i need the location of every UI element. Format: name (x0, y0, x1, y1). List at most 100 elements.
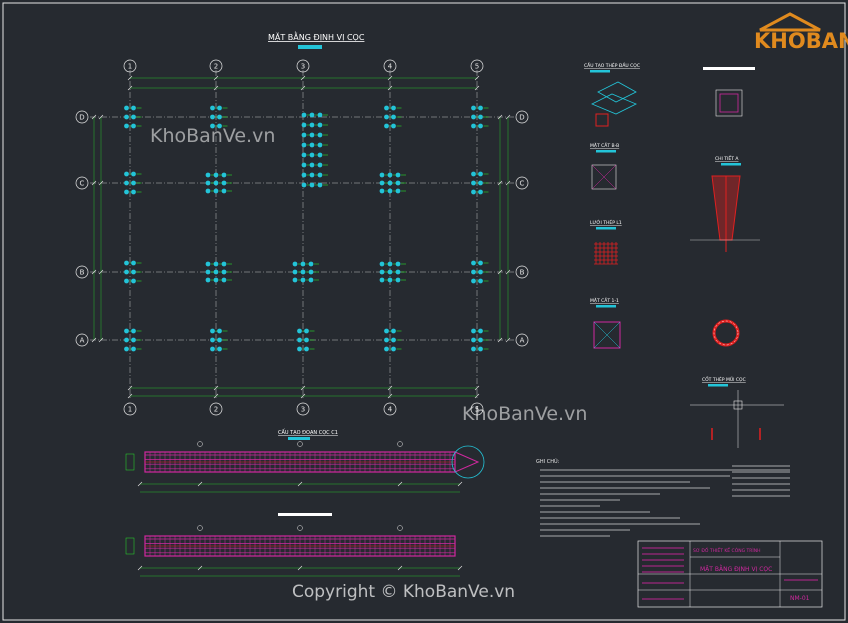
pile (478, 278, 483, 284)
callout-mark (397, 441, 403, 447)
pile (124, 105, 129, 111)
pile (301, 152, 307, 158)
axis-label-x: 1 (128, 406, 132, 414)
pile-cap (297, 328, 315, 352)
pile (395, 180, 401, 186)
pile (217, 114, 222, 120)
axis-label-x: 3 (301, 63, 305, 71)
sheet-number: NM-01 (790, 595, 810, 602)
axis-label-x: 5 (475, 406, 479, 414)
dim-tick (474, 85, 480, 91)
center-box (733, 400, 743, 410)
dim-tick (91, 114, 97, 120)
dim-tick (98, 180, 104, 186)
pile (210, 337, 215, 343)
pile (131, 346, 136, 352)
logo-text: KHOBANVE (754, 29, 848, 53)
pile (221, 277, 227, 283)
pile (308, 269, 314, 275)
pile (379, 261, 385, 267)
axis-label-y: A (520, 337, 525, 345)
pile (478, 171, 483, 177)
pile (317, 142, 323, 148)
pile-cap (379, 261, 406, 283)
pile (301, 142, 307, 148)
axis-label-x: 4 (388, 63, 393, 71)
notes: GHI CHÚ: (536, 458, 790, 537)
pile (478, 328, 483, 334)
callout-mark (297, 441, 303, 447)
axis-bubble (383, 59, 397, 73)
pile (317, 152, 323, 158)
pile (309, 132, 315, 138)
tip-callout (451, 445, 485, 479)
sheet-name: MẶT BẰNG ĐỊNH VỊ CỌC (700, 565, 772, 573)
dim-tick (505, 269, 511, 275)
callout-mark (197, 525, 203, 531)
pile (131, 171, 136, 177)
ring-outline (713, 320, 739, 346)
axis-label-x: 2 (214, 406, 218, 414)
pile (131, 260, 136, 266)
pile-cap (379, 172, 406, 194)
pile (471, 269, 476, 275)
pile (317, 112, 323, 118)
dim-tick (98, 337, 104, 343)
dim-tick (91, 269, 97, 275)
pile (205, 172, 211, 178)
pile-cap (471, 328, 489, 352)
axis-bubble (75, 265, 89, 279)
dim-tick (505, 180, 511, 186)
dim-tick (300, 85, 306, 91)
pile (292, 277, 298, 283)
pile (391, 346, 396, 352)
pile (471, 105, 476, 111)
callout-mark (197, 441, 203, 447)
pile (205, 188, 211, 194)
axis-bubble (209, 402, 223, 416)
pile (300, 261, 306, 267)
pile (478, 260, 483, 266)
pile (309, 112, 315, 118)
pile (210, 328, 215, 334)
title-bar (596, 227, 616, 230)
dim-tick (127, 385, 133, 391)
end-plate (125, 453, 135, 471)
pile (297, 346, 302, 352)
pile (210, 114, 215, 120)
pile-cap (471, 105, 489, 129)
pile (213, 261, 219, 267)
pile (478, 189, 483, 195)
dim-tick (457, 565, 463, 571)
axis-bubble (75, 110, 89, 124)
axis-bubble (515, 176, 529, 190)
section-title: CẤU TẠO ĐOẠN CỌC C1 (278, 428, 338, 436)
notes-title: GHI CHÚ: (536, 458, 560, 465)
pile (471, 189, 476, 195)
pile (124, 171, 129, 177)
title-bar (703, 67, 755, 70)
axis-bubble (123, 59, 137, 73)
pile (395, 269, 401, 275)
pile (217, 123, 222, 129)
pile-cap (384, 105, 402, 129)
pile-cap (124, 171, 142, 195)
pile (395, 261, 401, 267)
dim-tick (197, 565, 203, 571)
pile (124, 346, 129, 352)
pile (217, 105, 222, 111)
axis-bubble (296, 402, 310, 416)
pile-sections: CẤU TẠO ĐOẠN CỌC C1 (125, 428, 485, 577)
pile-cap (124, 260, 142, 284)
callout-mark (297, 525, 303, 531)
dim-tick (91, 180, 97, 186)
pile (384, 123, 389, 129)
dim-tick (300, 393, 306, 399)
pile (379, 172, 385, 178)
pile (213, 188, 219, 194)
pile (384, 328, 389, 334)
detail-title-head: CẤU TẠO THÉP ĐẦU CỌC (584, 61, 640, 69)
